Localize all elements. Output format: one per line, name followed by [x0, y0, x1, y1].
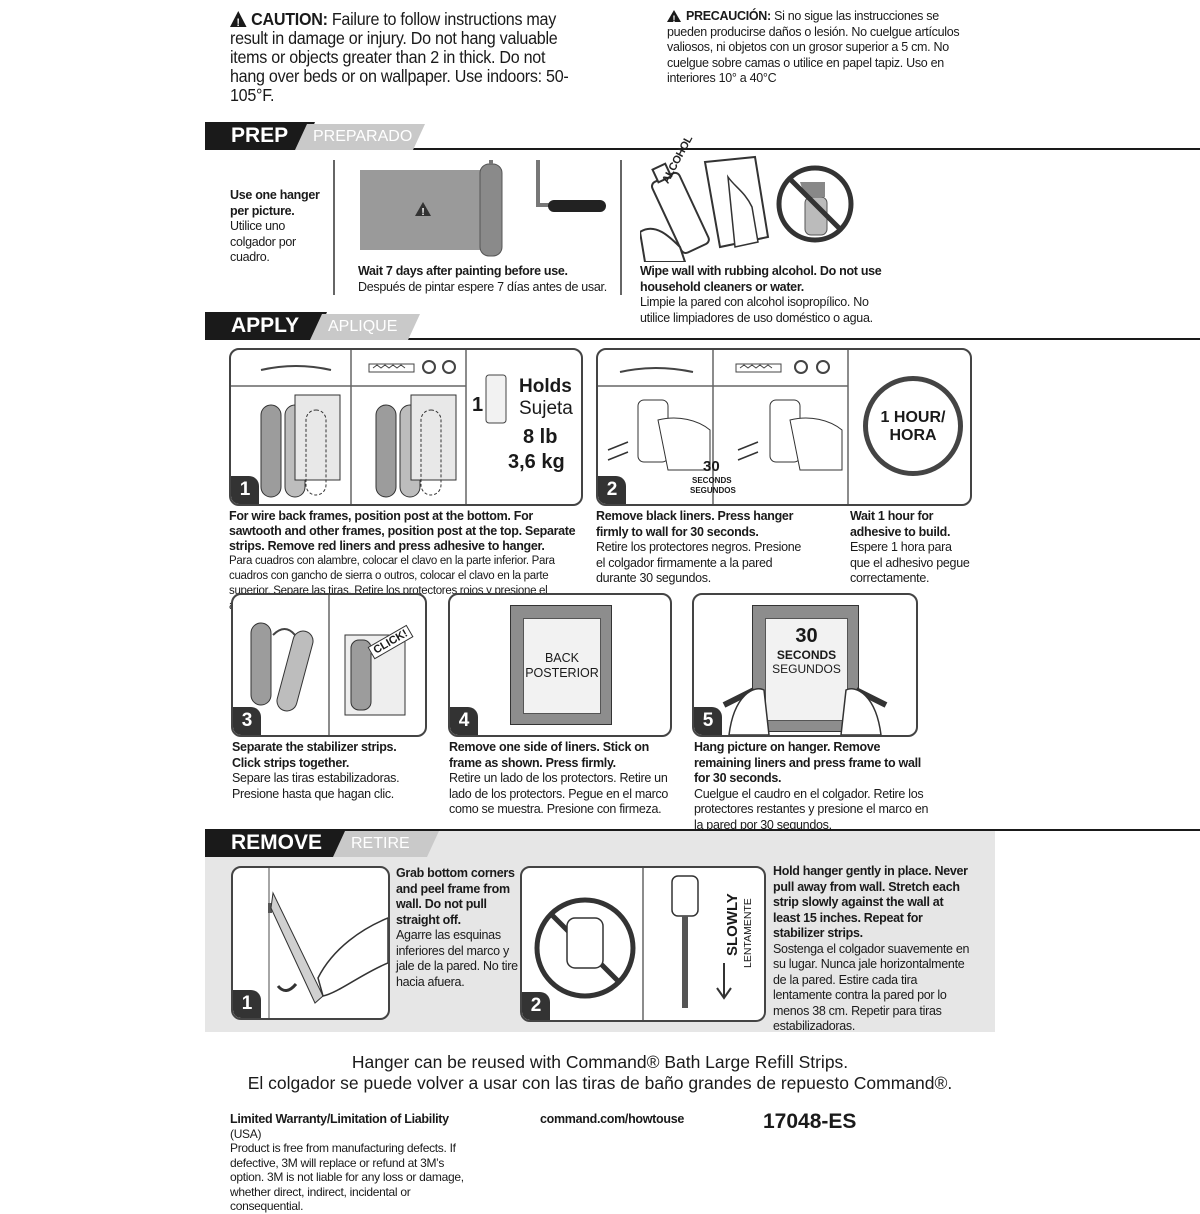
- holds-es: Sujeta: [519, 398, 573, 419]
- apply-step-2-es: Retire los protectores negros. Presione …: [596, 540, 802, 585]
- prep-step-2: Wait 7 days after painting before use. D…: [358, 264, 613, 295]
- remove-step-2-es: Sostenga el colgador suavemente en su lu…: [773, 941, 970, 1034]
- svg-text:!: !: [421, 207, 424, 218]
- apply-panel-3: CLICK! 3: [231, 593, 427, 737]
- apply-step-2-text: Remove black liners. Press hanger firmly…: [596, 509, 811, 587]
- seconds-en: SECONDS: [692, 476, 732, 485]
- apply-rule: [205, 338, 1200, 340]
- step-number-badge: 4: [450, 707, 478, 735]
- warning-icon: [230, 11, 247, 33]
- remove-step-2-text: Hold hanger gently in place. Never pull …: [773, 864, 971, 1035]
- remove-subtitle: RETIRE: [333, 831, 439, 857]
- hour-en: 1 HOUR/: [880, 409, 946, 426]
- reuse-es: El colgador se puede volver a usar con l…: [247, 1073, 953, 1093]
- apply-step-3-text: Separate the stabilizer strips. Click st…: [232, 740, 427, 802]
- back-en: BACK: [544, 651, 580, 665]
- apply-step-3-bold: Separate the stabilizer strips. Click st…: [232, 740, 397, 770]
- remove-step-1-es: Agarre las esquinas inferiores del marco…: [396, 928, 518, 989]
- remove-title: REMOVE: [205, 829, 351, 857]
- holds-en: Holds: [519, 376, 572, 397]
- frame-illustration: BACK POSTERIOR: [510, 605, 612, 725]
- apply-subtitle: APLIQUE: [310, 314, 420, 340]
- step-number-badge: 2: [598, 476, 626, 504]
- hour-es: HORA: [889, 427, 937, 444]
- caution-text: Failure to follow instructions may resul…: [230, 9, 569, 105]
- apply-step-1-bold: For wire back frames, position post at t…: [229, 509, 576, 553]
- apply-step-wait-es: Espere 1 hora para que el adhesivo pegue…: [850, 540, 970, 585]
- caution-title: CAUTION:: [251, 9, 328, 29]
- step-number-badge: 1: [231, 476, 259, 504]
- back-es: POSTERIOR: [525, 666, 599, 680]
- apply-title: APPLY: [205, 312, 327, 340]
- step-number-badge: 1: [233, 990, 261, 1018]
- prep-step-1-bold: Use one hanger per picture.: [230, 188, 320, 218]
- caution-english: CAUTION: Failure to follow instructions …: [230, 10, 580, 105]
- alcohol-wipe-illustration: [638, 152, 855, 263]
- apply-step-3-es: Separe las tiras estabilizadoras. Presio…: [232, 771, 400, 801]
- seconds-en: SECONDS: [776, 648, 837, 662]
- apply-step-5-text: Hang picture on hanger. Remove remaining…: [694, 740, 929, 833]
- seconds-number: 30: [795, 625, 818, 647]
- reuse-en: Hanger can be reused with Command® Bath …: [351, 1052, 849, 1072]
- divider: [620, 160, 622, 295]
- prep-step-3: Wipe wall with rubbing alcohol. Do not u…: [640, 264, 900, 326]
- seconds-es: SEGUNDOS: [772, 662, 841, 676]
- precaucion-text: Si no sigue las instrucciones se pueden …: [667, 9, 960, 85]
- prep-step-2-bold: Wait 7 days after painting before use.: [358, 264, 568, 278]
- reuse-note: Hanger can be reused with Command® Bath …: [0, 1052, 1200, 1094]
- prep-rule: [205, 148, 1200, 150]
- holds-quantity: 1: [472, 394, 484, 416]
- remove-panel-2: SLOWLY LENTAMENTE 2: [520, 866, 766, 1022]
- apply-step-wait-text: Wait 1 hour for adhesive to build. Esper…: [850, 509, 970, 587]
- remove-rule: [205, 829, 1200, 831]
- prep-step-2-es: Después de pintar espere 7 días antes de…: [358, 279, 607, 294]
- apply-step-4-text: Remove one side of liners. Stick on fram…: [449, 740, 674, 818]
- apply-panel-1: 1 Holds Sujeta 8 lb 3,6 kg 1: [229, 348, 583, 506]
- caution-spanish: PRECAUCIÓN: Si no sigue las instruccione…: [667, 9, 967, 87]
- apply-panel-2: 30 SECONDS SEGUNDOS 1 HOUR/ HORA 2: [596, 348, 972, 506]
- remove-panel-1: 1: [231, 866, 390, 1020]
- step-number-badge: 2: [522, 992, 550, 1020]
- warranty-title: Limited Warranty/Limitation of Liability: [230, 1112, 449, 1126]
- step-number-badge: 5: [694, 707, 722, 735]
- apply-step-5-es: Cuelgue el caudro en el colgador. Retire…: [694, 786, 929, 832]
- apply-step-wait-bold: Wait 1 hour for adhesive to build.: [850, 509, 951, 539]
- apply-panel-4: BACK POSTERIOR 4: [448, 593, 672, 737]
- seconds-number: 30: [703, 458, 720, 475]
- slowly-es: LENTAMENTE: [742, 898, 754, 968]
- warranty: Limited Warranty/Limitation of Liability…: [230, 1112, 475, 1214]
- remove-step-2-bold: Hold hanger gently in place. Never pull …: [773, 864, 968, 940]
- warranty-text: Product is free from manufacturing defec…: [230, 1141, 464, 1213]
- remove-step-1-bold: Grab bottom corners and peel frame from …: [396, 866, 515, 927]
- prep-title: PREP: [205, 122, 315, 150]
- warranty-region: (USA): [230, 1126, 262, 1141]
- step-number-badge: 3: [233, 707, 261, 735]
- paint-roller-illustration: !: [358, 156, 608, 260]
- slowly-en: SLOWLY: [724, 893, 741, 956]
- seconds-es: SEGUNDOS: [690, 486, 736, 495]
- weight-lb: 8 lb: [523, 426, 558, 448]
- weight-kg: 3,6 kg: [508, 451, 565, 473]
- apply-step-2-bold: Remove black liners. Press hanger firmly…: [596, 509, 794, 539]
- warning-icon: [667, 10, 681, 28]
- prep-step-1: Use one hanger per picture. Utilice uno …: [230, 188, 325, 266]
- apply-step-4-bold: Remove one side of liners. Stick on fram…: [449, 740, 649, 770]
- divider: [333, 160, 335, 295]
- apply-step-5-bold: Hang picture on hanger. Remove remaining…: [694, 740, 921, 785]
- apply-panel-5: 30 SECONDS SEGUNDOS 5: [692, 593, 918, 737]
- remove-step-1-text: Grab bottom corners and peel frame from …: [396, 866, 518, 990]
- prep-step-3-bold: Wipe wall with rubbing alcohol. Do not u…: [640, 264, 882, 294]
- apply-step-4-es: Retire un lado de los protectors. Retire…: [449, 771, 669, 816]
- prep-step-1-es: Utilice uno colgador por cuadro.: [230, 219, 296, 264]
- frame-illustration: 30 SECONDS SEGUNDOS: [752, 605, 859, 732]
- help-url[interactable]: command.com/howtouse: [540, 1112, 685, 1126]
- product-code: 17048-ES: [763, 1110, 857, 1133]
- precaucion-title: PRECAUCIÓN:: [686, 9, 771, 23]
- clock-icon: 1 HOUR/ HORA: [863, 376, 963, 476]
- prep-step-3-es: Limpie la pared con alcohol isopropílico…: [640, 295, 873, 325]
- prep-subtitle: PREPARADO: [295, 124, 425, 150]
